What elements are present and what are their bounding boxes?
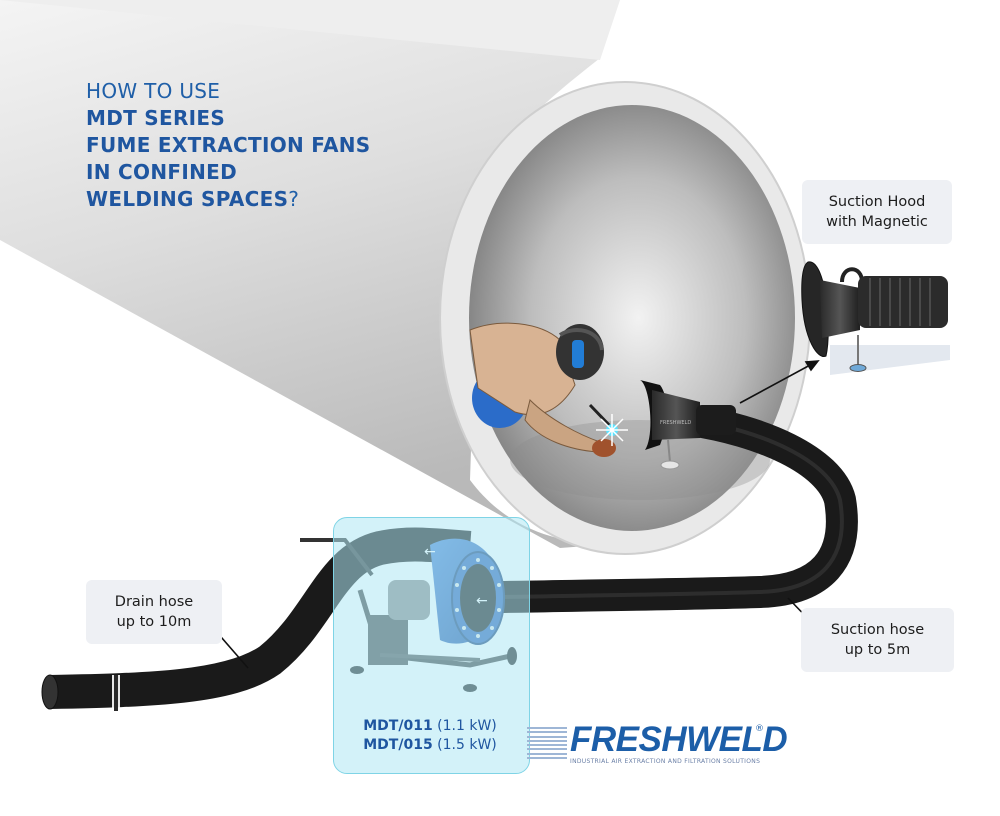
title-line-4: IN CONFINED <box>86 160 237 184</box>
welding-torch <box>588 403 614 430</box>
title-line-2: MDT SERIES <box>86 106 226 130</box>
hood-pointer <box>739 363 813 404</box>
hood-detail-hose <box>858 276 948 328</box>
title-question-mark: ? <box>288 187 300 211</box>
brand-stripes-logo <box>527 727 567 761</box>
hood-brand-label: FRESHWELD <box>660 420 691 426</box>
title-line-3: FUME EXTRACTION FANS <box>86 133 371 157</box>
hood-detail-handle <box>840 267 864 283</box>
suction-hood-callout: Suction Hood with Magnetic <box>802 180 952 244</box>
welder <box>469 322 628 457</box>
pipe-top-edge <box>0 0 620 60</box>
welding-helmet-icon <box>556 324 604 380</box>
model-2-name: MDT/015 <box>363 737 433 753</box>
model-1-power: (1.1 kW) <box>437 718 497 734</box>
brand-logo-text: FRESHWELD <box>570 720 788 759</box>
suction-hose-callout-line-1: Suction hose <box>830 622 925 638</box>
suction-hose-callout: Suction hose up to 5m <box>801 608 954 672</box>
brand-tagline: INDUSTRIAL AIR EXTRACTION AND FILTRATION… <box>570 758 761 765</box>
magnet-base <box>849 364 867 372</box>
welding-spark-icon <box>596 414 628 446</box>
suction-hose-callout-line-2: up to 5m <box>844 642 911 658</box>
title-line-1: HOW TO USE <box>86 79 221 103</box>
page-title: HOW TO USE MDT SERIES FUME EXTRACTION FA… <box>86 78 371 213</box>
title-line-5: WELDING SPACES? <box>86 186 371 213</box>
welder-glove <box>592 439 616 457</box>
suction-hose <box>484 404 858 613</box>
brand-registered-mark: ® <box>755 724 764 734</box>
drain-hose-callout: Drain hose up to 10m <box>86 580 222 644</box>
title-line-5-bold: WELDING SPACES <box>86 187 289 211</box>
pipe-body <box>0 0 600 548</box>
suction-hood-callout-line-2: with Magnetic <box>826 214 928 230</box>
model-row-2: MDT/015 (1.5 kW) <box>345 736 515 755</box>
model-row-1: MDT/011 (1.1 kW) <box>345 717 515 736</box>
drain-hose-end <box>41 674 59 710</box>
model-highlight-box <box>333 517 530 774</box>
model-2-power: (1.5 kW) <box>437 737 497 753</box>
model-list: MDT/011 (1.1 kW) MDT/015 (1.5 kW) <box>345 717 515 755</box>
model-1-name: MDT/011 <box>363 718 433 734</box>
hood-detail-body <box>820 280 860 338</box>
welder-torso <box>469 322 576 416</box>
suction-hood-detail <box>801 261 950 375</box>
suction-hood-callout-line-1: Suction Hood <box>828 194 926 210</box>
drain-hose-callout-line-2: up to 10m <box>116 614 192 630</box>
drain-hose-callout-line-1: Drain hose <box>114 594 194 610</box>
suction-hood-in-pipe: FRESHWELD <box>640 380 736 470</box>
